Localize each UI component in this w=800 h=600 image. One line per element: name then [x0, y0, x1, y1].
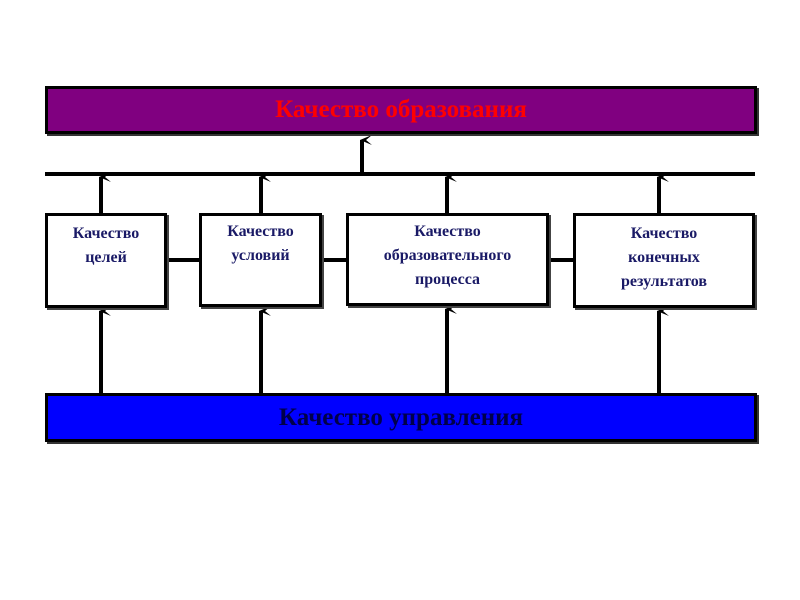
- box-goals-quality: Качество целей: [45, 213, 167, 308]
- box-line: процесса: [414, 271, 481, 288]
- education-quality-label: Качество образования: [275, 96, 527, 123]
- box-line: Качество: [227, 223, 294, 240]
- box-line: Качество: [72, 225, 140, 242]
- management-quality-bar: Качество управления: [45, 393, 757, 442]
- box-results-quality: Качество конечных результатов: [573, 213, 755, 308]
- box-line: целей: [85, 249, 127, 266]
- box-line: Качество: [630, 225, 698, 242]
- box-process-quality: Качество образовательного процесса: [346, 213, 549, 306]
- box-line: образовательного: [383, 247, 512, 264]
- box-conditions-quality: Качество условий: [199, 213, 322, 307]
- box-line: результатов: [620, 273, 708, 290]
- box-line: условий: [231, 247, 290, 264]
- box-line: Качество: [414, 223, 481, 240]
- education-quality-bar: Качество образования: [45, 86, 757, 134]
- box-line: конечных: [628, 249, 700, 266]
- management-quality-label: Качество управления: [278, 403, 524, 431]
